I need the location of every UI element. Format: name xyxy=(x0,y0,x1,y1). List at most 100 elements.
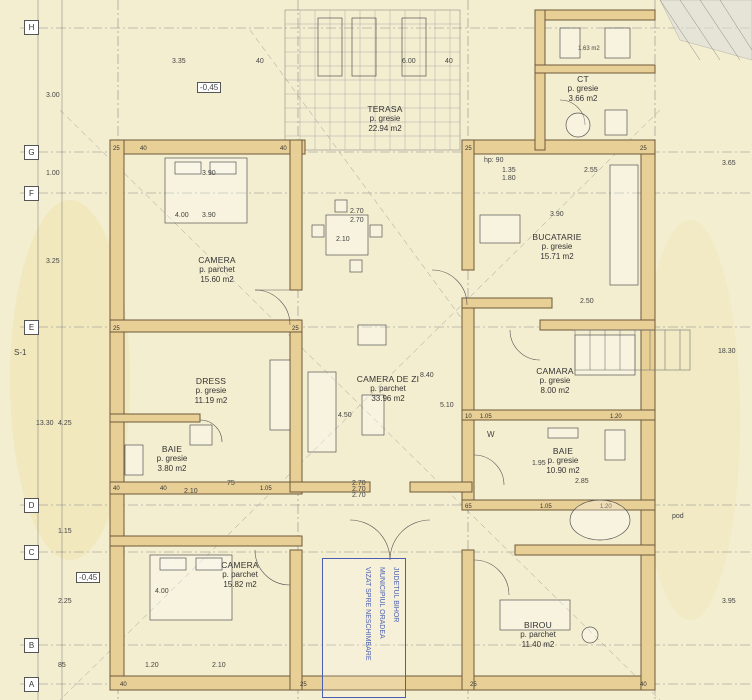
dim-kitchen-5: 2.50 xyxy=(580,298,594,305)
section-mark: S-1 xyxy=(14,348,27,357)
room-area: 22.94 m2 xyxy=(368,124,402,133)
room-floor: p. gresie xyxy=(547,456,579,465)
room-birou: BIROU p. parchet 11.40 m2 xyxy=(520,620,556,650)
dim-camera1-2: 3.90 xyxy=(202,212,216,219)
svg-text:40: 40 xyxy=(113,486,120,492)
dim-terrace-2: 2.70 xyxy=(350,217,364,224)
room-dress: DRESS p. gresie 11.19 m2 xyxy=(195,376,228,406)
axis-tag-c: C xyxy=(24,545,39,560)
room-floor: p. parchet xyxy=(520,630,556,639)
axis-tag-h: H xyxy=(24,20,39,35)
room-area: 10.90 m2 xyxy=(546,466,580,475)
dim-baie-4: 2.85 xyxy=(575,478,589,485)
svg-text:25: 25 xyxy=(470,682,477,688)
dim-camera2-1: 4.00 xyxy=(175,212,189,219)
dim-right-2: 18.30 xyxy=(718,348,736,355)
room-area: 3.80 m2 xyxy=(157,464,187,473)
axis-tag-a: A xyxy=(24,677,39,692)
room-floor: p. parchet xyxy=(222,570,258,579)
dim-left-3: 3.25 xyxy=(46,258,60,265)
svg-text:1.20: 1.20 xyxy=(610,414,622,420)
svg-text:1.20: 1.20 xyxy=(600,504,612,510)
svg-text:1.05: 1.05 xyxy=(540,504,552,510)
dim-left-7: 1.15 xyxy=(58,528,72,535)
dim-left-4: 13.30 xyxy=(36,420,54,427)
room-area: 11.19 m2 xyxy=(194,396,228,405)
dim-camera1-1: 3.90 xyxy=(202,170,216,177)
svg-text:40: 40 xyxy=(640,682,647,688)
room-camera-2: CAMERA p. parchet 15.82 m2 xyxy=(221,560,259,590)
dim-left-8: 85 xyxy=(58,662,66,669)
svg-text:25: 25 xyxy=(113,146,120,152)
room-floor: p. gresie xyxy=(156,454,188,463)
room-floor: p. parchet xyxy=(199,265,235,274)
svg-text:25: 25 xyxy=(465,146,472,152)
approval-stamp: JUDETUL BIHOR MUNICIPIUL ORADEA VIZAT SP… xyxy=(322,558,406,698)
dim-terrace-1: 2.70 xyxy=(350,208,364,215)
svg-text:10: 10 xyxy=(465,414,472,420)
walls xyxy=(109,9,656,691)
svg-text:65: 65 xyxy=(465,504,472,510)
dim-baie-2: 75 xyxy=(227,480,235,487)
room-floor: p. gresie xyxy=(369,114,401,123)
room-name: BAIE xyxy=(161,444,183,454)
axis-tag-f: F xyxy=(24,186,39,201)
dim-living-2: 5.10 xyxy=(440,402,454,409)
svg-text:25: 25 xyxy=(292,326,299,332)
level-top-left: -0,45 xyxy=(197,82,222,93)
stamp-line-3: VIZAT SPRE NESCHIMBARE xyxy=(364,567,371,661)
room-ct: CT p. gresie 3.66 m2 xyxy=(568,74,599,104)
axis-tag-b: B xyxy=(24,638,39,653)
dim-camera2-2: 2.10 xyxy=(212,662,226,669)
dim-kitchen-3: 1.80 xyxy=(502,175,516,182)
dim-top-4: 40 xyxy=(445,58,453,65)
room-name: CAMERA xyxy=(198,255,236,265)
room-area: 15.60 m2 xyxy=(200,275,234,284)
dim-living-4: 2.70 xyxy=(352,480,366,487)
room-area: 3.66 m2 xyxy=(568,94,598,103)
svg-text:40: 40 xyxy=(140,146,147,152)
room-name: TERASA xyxy=(367,104,403,114)
dim-top-3: 6.00 xyxy=(402,58,416,65)
room-floor: p. gresie xyxy=(541,242,573,251)
terrace-grid xyxy=(284,9,461,151)
window-marker: W xyxy=(487,430,495,439)
dim-camera2-3: 1.20 xyxy=(145,662,159,669)
pod-marker: pod xyxy=(672,513,684,520)
room-area: 8.00 m2 xyxy=(540,386,570,395)
dim-top-2: 40 xyxy=(256,58,264,65)
dim-terrace-3: 2.10 xyxy=(336,236,350,243)
room-name: BUCATARIE xyxy=(532,232,582,242)
dim-terrace-4: 2.70 xyxy=(352,486,366,493)
room-area: 15.71 m2 xyxy=(540,252,574,261)
svg-text:40: 40 xyxy=(280,146,287,152)
level-bottom-left: -0,45 xyxy=(76,572,101,583)
dim-right-3: 3.95 xyxy=(722,598,736,605)
room-terasa: TERASA p. gresie 22.94 m2 xyxy=(367,104,402,134)
dim-living-3: 4.50 xyxy=(338,412,352,419)
room-floor: p. gresie xyxy=(539,376,571,385)
dim-baie-1: 2.10 xyxy=(184,488,198,495)
room-baie-2: BAIE p. gresie 10.90 m2 xyxy=(546,446,579,476)
room-area: 15.82 m2 xyxy=(223,580,257,589)
room-name: BIROU xyxy=(524,620,552,630)
dim-top-5: 1.63 m2 xyxy=(578,46,600,52)
dim-terrace-5: 2.70 xyxy=(352,492,366,499)
dim-left-5: 4.25 xyxy=(58,420,72,427)
room-camera-1: CAMERA p. parchet 15.60 m2 xyxy=(198,255,236,285)
dim-kitchen-2: 1.35 xyxy=(502,167,516,174)
dim-kitchen-4: 3.90 xyxy=(550,211,564,218)
room-baie-1: BAIE p. gresie 3.80 m2 xyxy=(157,444,188,474)
axis-tag-d: D xyxy=(24,498,39,513)
room-name: DRESS xyxy=(195,376,227,386)
svg-text:25: 25 xyxy=(300,682,307,688)
svg-text:40: 40 xyxy=(120,682,127,688)
svg-text:25: 25 xyxy=(640,146,647,152)
axis-tag-e: E xyxy=(24,320,39,335)
stamp-line-2: MUNICIPIUL ORADEA xyxy=(378,567,385,639)
room-area: 33.96 m2 xyxy=(371,394,405,403)
hp-marker: hp: 90 xyxy=(484,157,504,164)
room-name: BAIE xyxy=(552,446,574,456)
room-name: CAMARA xyxy=(536,366,574,376)
